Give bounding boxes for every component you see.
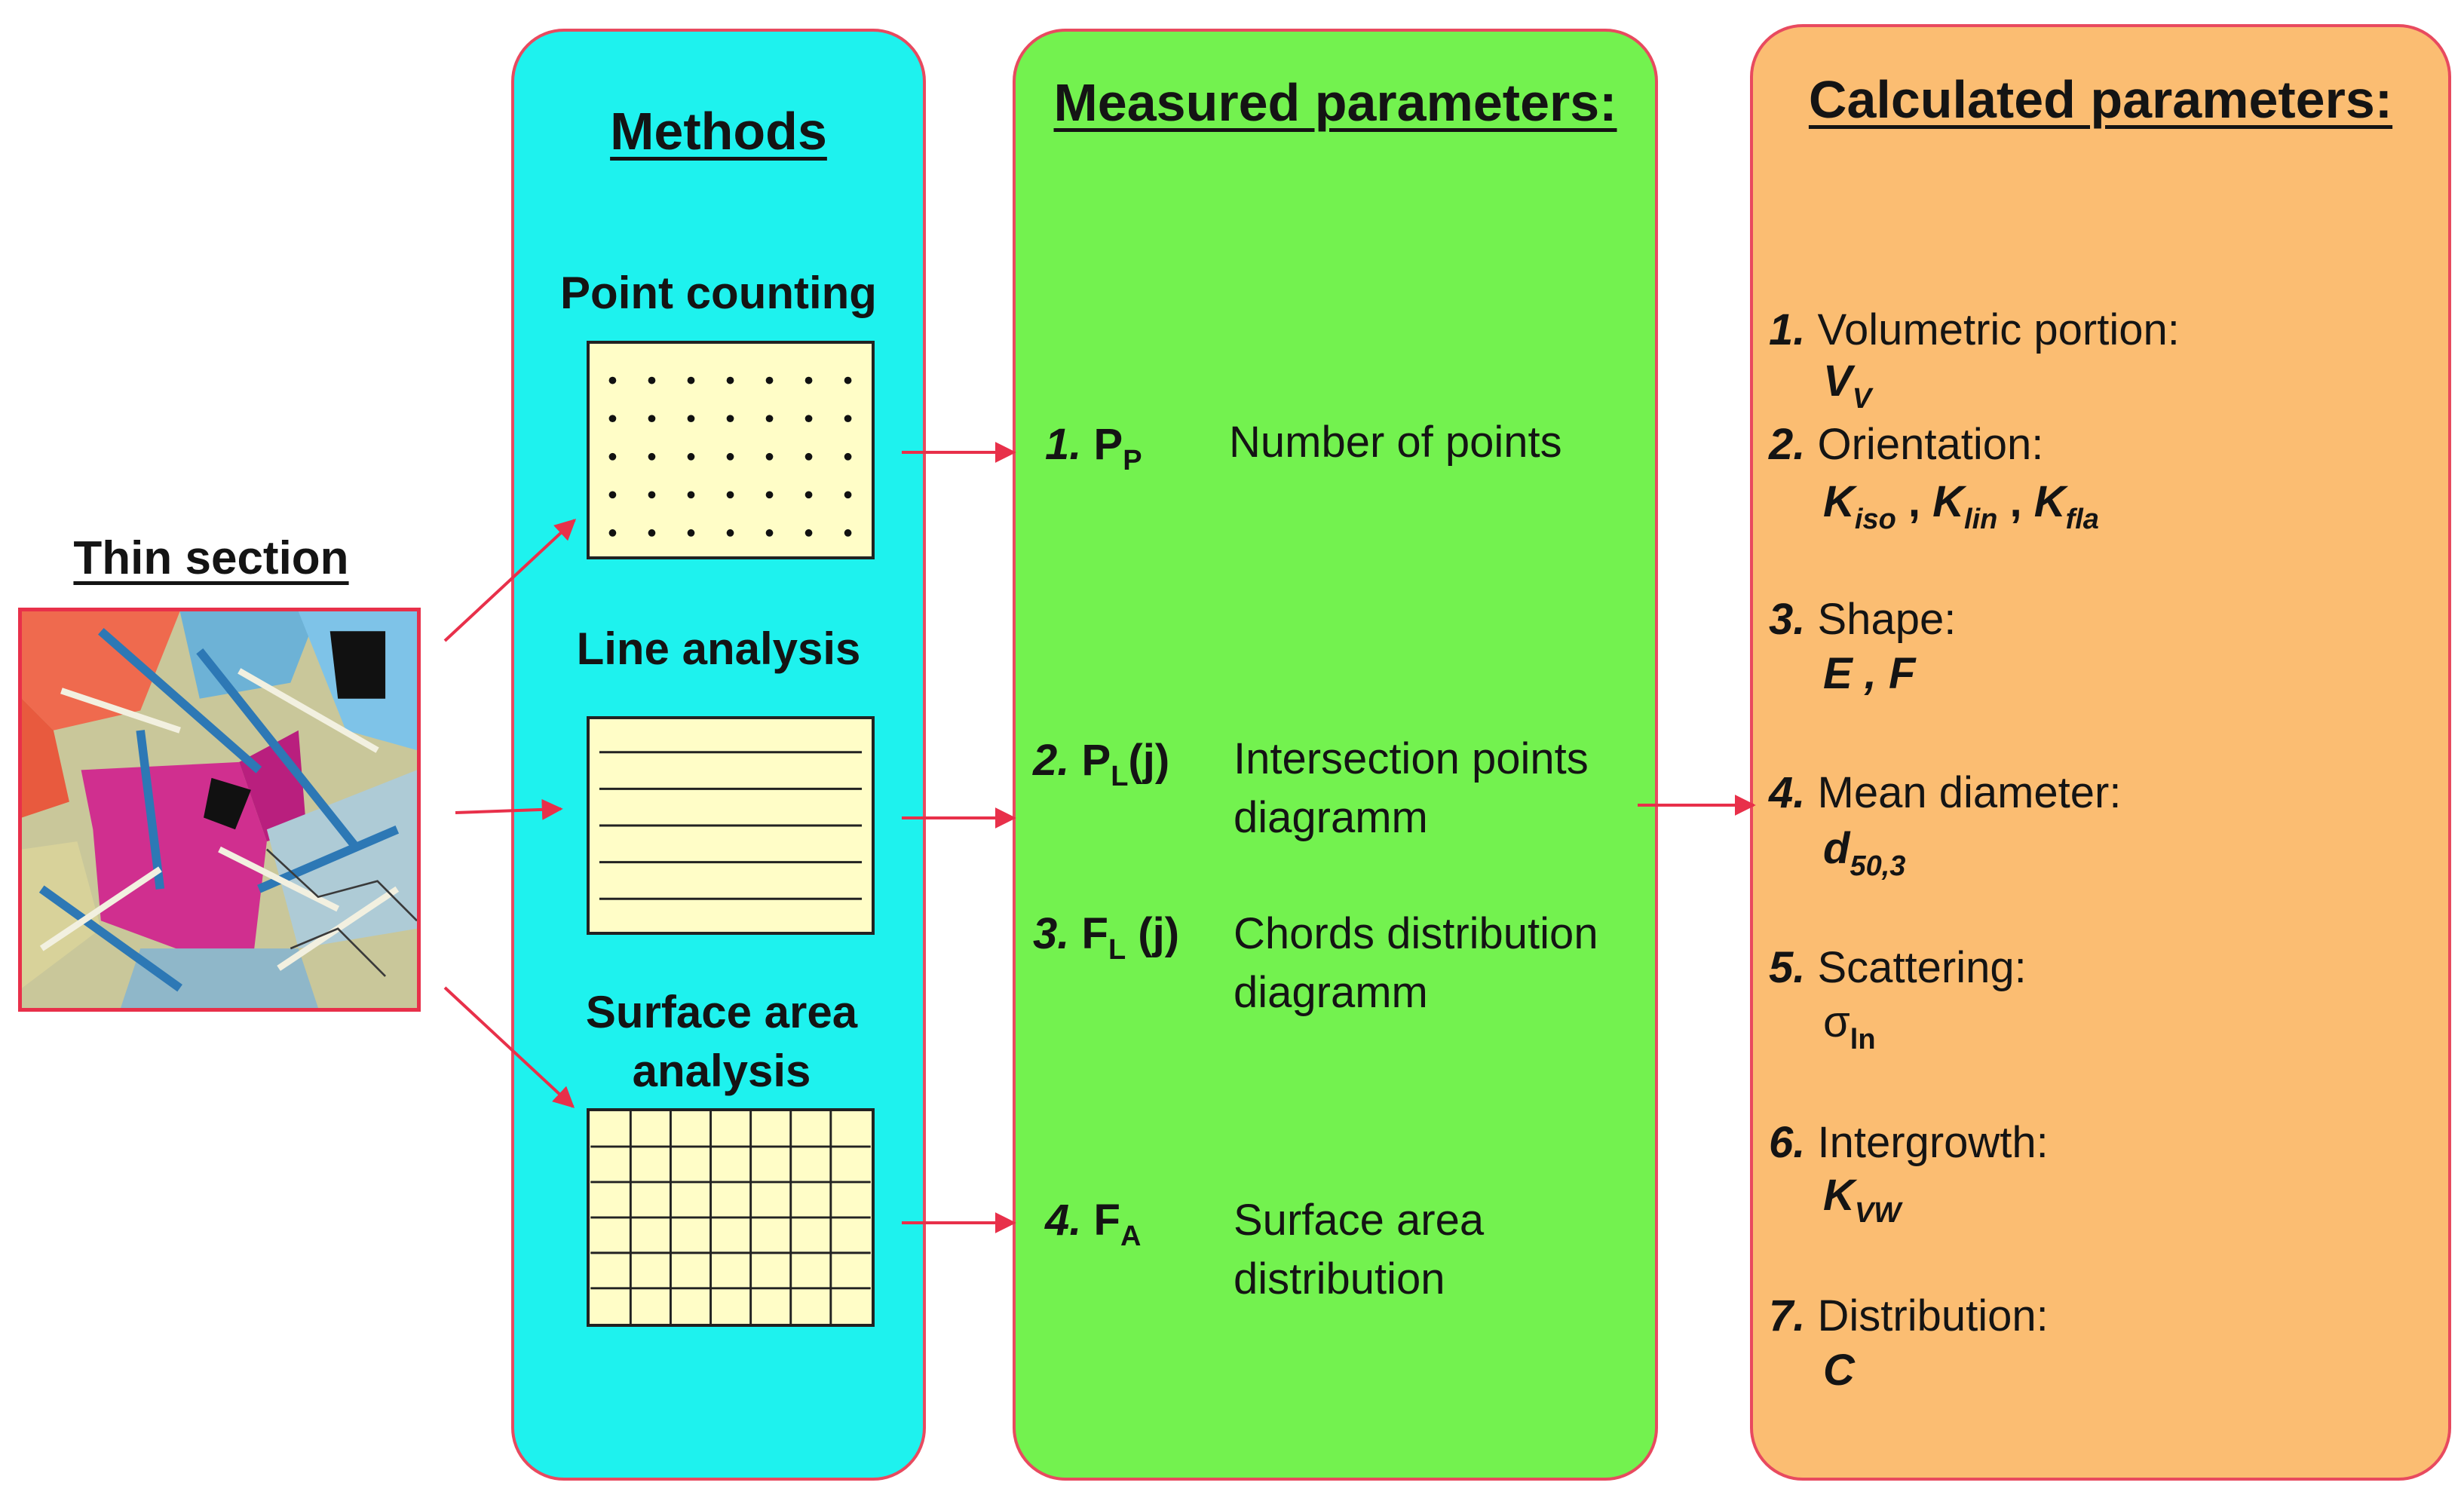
measured-desc-3: Chords distribution diagramm <box>1234 909 1598 1018</box>
grid-point <box>608 415 617 423</box>
method-label-surface-area: Surface area analysis <box>585 987 858 1096</box>
grid-point <box>844 415 852 423</box>
grid-point <box>804 415 813 423</box>
point-grid-panel <box>587 341 875 559</box>
measured-column: Measured parameters: <box>1013 29 1658 1481</box>
method-label-line-analysis: Line analysis <box>576 623 861 674</box>
grid-point <box>608 452 617 461</box>
grid-point <box>687 376 695 384</box>
thin-section-title: Thin section <box>73 532 349 584</box>
grid-point <box>765 376 774 384</box>
grid-point <box>765 491 774 499</box>
calc-symbol-3: E , F <box>1823 649 1916 698</box>
grid-point <box>726 452 734 461</box>
grid-point <box>687 452 695 461</box>
calc-item-2: 2. Orientation: <box>1769 420 2044 469</box>
calc-symbol-6: KVW <box>1823 1171 1902 1229</box>
grid-point <box>804 376 813 384</box>
calc-item-5: 5. Scattering: <box>1769 943 2027 992</box>
grid-point <box>844 452 852 461</box>
calculated-title: Calculated parameters: <box>1808 70 2393 129</box>
grid-point <box>765 415 774 423</box>
calc-item-6: 6. Intergrowth: <box>1769 1118 2049 1167</box>
grid-point <box>844 376 852 384</box>
grid-point <box>648 491 656 499</box>
calc-symbol-4: d50,3 <box>1823 824 1906 882</box>
measured-desc-2: Intersection points diagramm <box>1234 734 1589 843</box>
measured-title: Measured parameters: <box>1053 73 1617 132</box>
calc-item-3: 3. Shape: <box>1769 595 1957 644</box>
calc-symbol-7: C <box>1823 1346 1855 1395</box>
calc-symbol-5: σln <box>1823 997 1876 1055</box>
grid-point <box>804 452 813 461</box>
grid-point <box>608 529 617 537</box>
calc-item-4: 4. Mean diameter: <box>1769 768 2122 817</box>
grid-point <box>726 529 734 537</box>
grid-point <box>804 529 813 537</box>
method-label-point-counting: Point counting <box>560 268 877 318</box>
calc-item-1: 1. Volumetric portion: <box>1769 305 2180 354</box>
grid-point <box>687 529 695 537</box>
calc-symbol-2: Kiso , Klin , Kfla <box>1823 477 2099 535</box>
grid-point <box>648 529 656 537</box>
measured-param-4: 4. FA <box>1045 1196 1142 1252</box>
grid-point <box>844 491 852 499</box>
grid-point <box>608 491 617 499</box>
grid-point <box>687 415 695 423</box>
measured-param-2: 2. PL(j) <box>1033 736 1170 792</box>
thin-section-micrograph <box>18 608 421 1012</box>
grid-point <box>726 415 734 423</box>
grid-point <box>765 529 774 537</box>
measured-param-1: 1. PP <box>1045 420 1142 476</box>
line-grid-panel <box>587 716 875 935</box>
grid-point <box>648 452 656 461</box>
grid-point <box>726 491 734 499</box>
calc-symbol-1: VV <box>1823 357 1872 415</box>
measured-desc-4: Surface area distribution <box>1234 1196 1485 1304</box>
grid-point <box>804 491 813 499</box>
area-grid-panel <box>587 1108 875 1327</box>
grid-point <box>648 415 656 423</box>
grid-point <box>765 452 774 461</box>
grid-point <box>726 376 734 384</box>
grid-point <box>648 376 656 384</box>
measured-desc-1: Number of points <box>1229 418 1562 467</box>
grid-point <box>687 491 695 499</box>
calc-item-7: 7. Distribution: <box>1769 1291 2049 1340</box>
methods-title: Methods <box>610 102 827 161</box>
methods-column: Methods Point counting Line analysis Sur… <box>511 29 926 1481</box>
calculated-column: Calculated parameters: <box>1750 24 2451 1481</box>
measured-param-3: 3. FL (j) <box>1033 909 1180 966</box>
grid-point <box>844 529 852 537</box>
grid-point <box>608 376 617 384</box>
